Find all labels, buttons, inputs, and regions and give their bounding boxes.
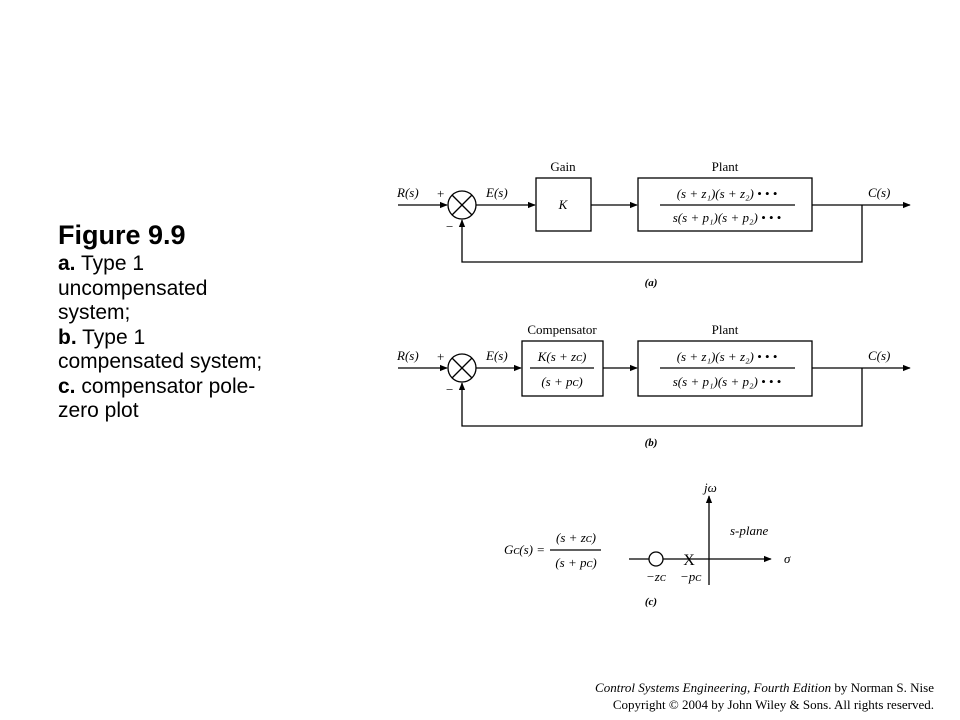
- caption-part-a: a. Type 1 uncompensated system;: [58, 252, 268, 326]
- summing-junction: [447, 353, 477, 383]
- book-author: by Norman S. Nise: [831, 680, 934, 695]
- gain-value: K: [558, 197, 569, 212]
- plant-numerator: (s + z₁)(s + z₂) • • •: [677, 349, 778, 364]
- compensator-numerator: K(s + zᴄ): [537, 349, 587, 364]
- feedback-path: [458, 368, 863, 427]
- caption-part-text: compensator pole-zero plot: [58, 374, 256, 423]
- minus-sign: −: [446, 382, 453, 397]
- gain-title: Gain: [550, 159, 576, 174]
- diagram-tag: (a): [645, 277, 658, 289]
- book-credit: Control Systems Engineering, Fourth Edit…: [595, 679, 934, 696]
- plant-title: Plant: [712, 159, 739, 174]
- compensator-zero-marker: [648, 551, 664, 567]
- figure-caption: Figure 9.9 a. Type 1 uncompensated syste…: [58, 218, 268, 424]
- plant-denominator: s(s + p₁)(s + p₂) • • •: [673, 210, 781, 225]
- figure-title: Figure 9.9: [58, 220, 186, 250]
- caption-part-c: c. compensator pole-zero plot: [58, 375, 268, 424]
- pole-zero-plot: [550, 495, 772, 585]
- zero-label: −zᴄ: [646, 569, 667, 584]
- labels-c: Gᴄ(s) = (s + zᴄ) (s + pᴄ) jω s-plane σ X…: [504, 480, 791, 608]
- input-label: R(s): [396, 185, 419, 200]
- block-diagram-a: [398, 177, 911, 263]
- compensator-title: Compensator: [527, 322, 597, 337]
- output-label: C(s): [868, 348, 890, 363]
- caption-part-text: Type 1 compensated system;: [58, 325, 263, 374]
- labels-b: R(s) + − E(s) Compensator K(s + zᴄ) (s +…: [396, 322, 890, 449]
- diagram-tag: (c): [645, 596, 657, 608]
- output-label: C(s): [868, 185, 890, 200]
- caption-part-label: a.: [58, 252, 76, 275]
- plant-numerator: (s + z₁)(s + z₂) • • •: [677, 186, 778, 201]
- book-title: Control Systems Engineering, Fourth Edit…: [595, 680, 832, 695]
- compensator-denominator: (s + pᴄ): [541, 374, 582, 389]
- caption-part-label: c.: [58, 374, 76, 398]
- pole-label: −pᴄ: [680, 569, 702, 584]
- error-label: E(s): [485, 348, 508, 363]
- plus-sign: +: [437, 349, 444, 364]
- error-label: E(s): [485, 185, 508, 200]
- copyright-line: Copyright © 2004 by John Wiley & Sons. A…: [612, 697, 934, 712]
- input-label: R(s): [396, 348, 419, 363]
- block-diagram-b: [398, 340, 911, 427]
- summing-junction: [447, 190, 477, 220]
- feedback-path: [458, 205, 863, 263]
- labels-a: R(s) + − E(s) Gain K Plant (s + z₁)(s + …: [396, 159, 890, 289]
- gc-lhs: Gᴄ(s) =: [504, 542, 545, 557]
- plant-title: Plant: [712, 322, 739, 337]
- copyright-notice: Control Systems Engineering, Fourth Edit…: [595, 679, 934, 713]
- caption-part-label: b.: [58, 325, 77, 349]
- s-plane-label: s-plane: [730, 523, 769, 538]
- caption-part-text: Type 1 uncompensated system;: [58, 252, 208, 324]
- jw-axis-label: jω: [702, 480, 717, 495]
- plus-sign: +: [437, 186, 444, 201]
- caption-part-b: b. Type 1 compensated system;: [58, 326, 268, 375]
- gc-denominator: (s + pᴄ): [555, 555, 596, 570]
- gc-numerator: (s + zᴄ): [556, 530, 596, 545]
- compensator-pole-marker: X: [683, 552, 695, 569]
- plant-denominator: s(s + p₁)(s + p₂) • • •: [673, 374, 781, 389]
- minus-sign: −: [446, 219, 453, 234]
- sigma-axis-label: σ: [784, 551, 791, 566]
- diagram-tag: (b): [645, 437, 658, 449]
